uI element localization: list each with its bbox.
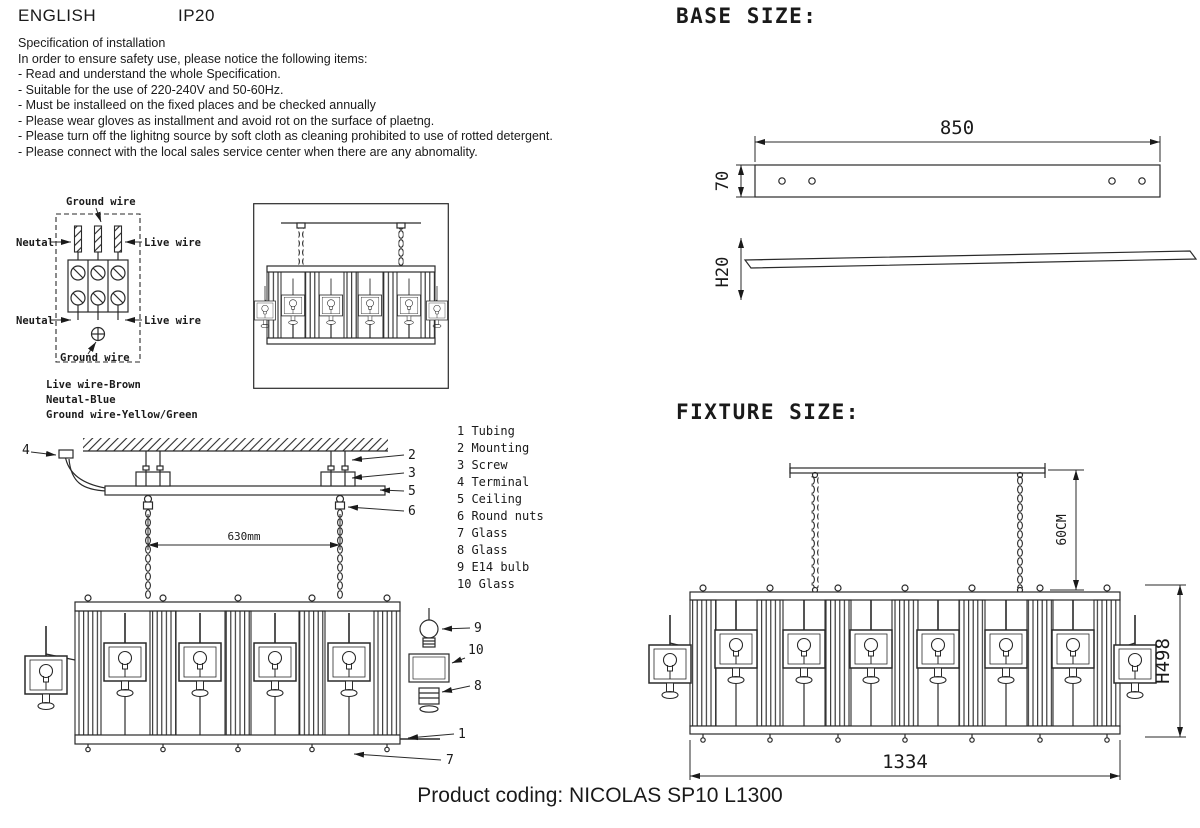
ip-rating-label: IP20	[178, 6, 215, 25]
callout-7: 7	[446, 753, 454, 768]
spec-item: - Please wear gloves as installment and …	[18, 113, 435, 128]
parts-list-item: 8 Glass	[457, 543, 508, 557]
spec-item: - Please connect with the local sales se…	[18, 144, 478, 159]
mounting-plate	[104, 485, 386, 496]
parts-list-item: 10 Glass	[457, 577, 515, 591]
terminal-wires	[58, 449, 108, 492]
wiring-neutral-bottom-label: Neutal	[16, 315, 54, 327]
spec-item: - Please turn off the lighitng source by…	[18, 129, 553, 143]
parts-list-item: 6 Round nuts	[457, 509, 544, 523]
wiring-ground-top-label: Ground wire	[66, 196, 136, 208]
parts-list-item: 4 Terminal	[457, 475, 530, 489]
installation-drawing: 4 2 3 5 6 630mm	[22, 438, 484, 768]
callout-8: 8	[474, 679, 482, 694]
callout-9: 9	[474, 621, 482, 636]
wire-color-legend-live: Live wire-Brown	[46, 379, 141, 391]
spec-item: - Suitable for the use of 220-240V and 5…	[18, 82, 284, 97]
fixture-width-dim: 1334	[882, 751, 928, 773]
base-width-dim: 850	[940, 117, 974, 139]
ground-screw	[90, 326, 106, 342]
fixture-size-drawing: 60CM	[648, 463, 1186, 780]
fixture-size-title: FIXTURE SIZE:	[676, 400, 860, 424]
base-depth-dim: 70	[713, 171, 733, 191]
mounting-brackets	[135, 451, 356, 487]
callout-6: 6	[408, 504, 416, 519]
leader-line	[441, 625, 471, 632]
parts-list-item: 3 Screw	[457, 458, 508, 472]
leader-line	[30, 450, 57, 457]
chain	[336, 509, 344, 599]
base-size-title: BASE SIZE:	[676, 4, 818, 28]
spec-text-block: Specification of installation In order t…	[18, 36, 553, 160]
callout-4: 4	[22, 443, 30, 458]
callout-1: 1	[458, 727, 466, 742]
span-dim: 630mm	[227, 530, 260, 543]
round-nuts	[142, 494, 346, 510]
parts-list-item: 2 Mounting	[457, 441, 530, 455]
language-label: ENGLISH	[18, 6, 97, 25]
fixture-height-dim: H498	[1152, 638, 1174, 684]
leader-line	[441, 685, 471, 693]
base-size-drawing: 850 70 H20	[713, 117, 1198, 300]
parts-list-item: 1 Tubing	[457, 424, 515, 438]
base-plate-top-view	[754, 164, 1161, 198]
chain	[144, 509, 152, 599]
spec-item: - Must be installeed on the fixed places…	[18, 98, 376, 112]
thumbnail-chandelier	[254, 222, 448, 345]
chandelier-body	[24, 594, 401, 753]
parts-list-item: 9 E14 bulb	[457, 560, 530, 574]
leader-line	[347, 504, 405, 512]
leader-line	[87, 341, 97, 355]
suspension-bar	[789, 463, 1046, 479]
callout-5: 5	[408, 484, 416, 499]
wiring-neutral-top-label: Neutal	[16, 237, 54, 249]
leader-line	[351, 472, 405, 481]
wiring-diagram: Ground wire Neutal Live wire	[16, 196, 201, 421]
base-plate-side-view	[743, 250, 1198, 269]
parts-list: 1 Tubing 2 Mounting 3 Screw 4 Terminal 5…	[457, 423, 544, 593]
thumbnail-border	[253, 203, 449, 389]
chain	[811, 476, 819, 588]
parts-list-item: 7 Glass	[457, 526, 508, 540]
chain	[1016, 476, 1024, 588]
leader-line	[351, 454, 405, 463]
wiring-ground-bottom-label: Ground wire	[60, 352, 130, 364]
spec-item: - Read and understand the whole Specific…	[18, 67, 281, 81]
parts-list-item: 5 Ceiling	[457, 492, 523, 506]
mounting-holes	[778, 177, 1146, 185]
supply-wires	[73, 225, 123, 260]
callout-3: 3	[408, 466, 416, 481]
wiring-live-bottom-label: Live wire	[144, 315, 201, 327]
wiring-live-top-label: Live wire	[144, 237, 201, 249]
leader-line	[379, 487, 405, 494]
chain-drop-dim: 60CM	[1055, 514, 1070, 545]
leader-line	[353, 751, 442, 761]
leader-line	[94, 207, 102, 223]
terminal-block	[67, 259, 129, 320]
exploded-parts-stack	[400, 608, 450, 740]
wiring-box	[55, 213, 141, 363]
spec-title: Specification of installation	[18, 36, 166, 50]
product-coding: Product coding: NICOLAS SP10 L1300	[417, 784, 783, 807]
callout-10: 10	[468, 643, 484, 658]
base-height-dim: H20	[713, 257, 733, 288]
wire-color-legend-neutral: Neutal-Blue	[46, 394, 116, 406]
leader-line	[451, 656, 466, 664]
spec-intro: In order to ensure safety use, please no…	[18, 51, 368, 66]
leader-line	[407, 733, 455, 741]
ceiling-hatch	[83, 438, 388, 451]
overview-thumbnail-drawing	[253, 203, 449, 389]
wire-color-legend-ground: Ground wire-Yellow/Green	[46, 409, 198, 421]
fixture-body	[648, 584, 1157, 743]
callout-2: 2	[408, 448, 416, 463]
